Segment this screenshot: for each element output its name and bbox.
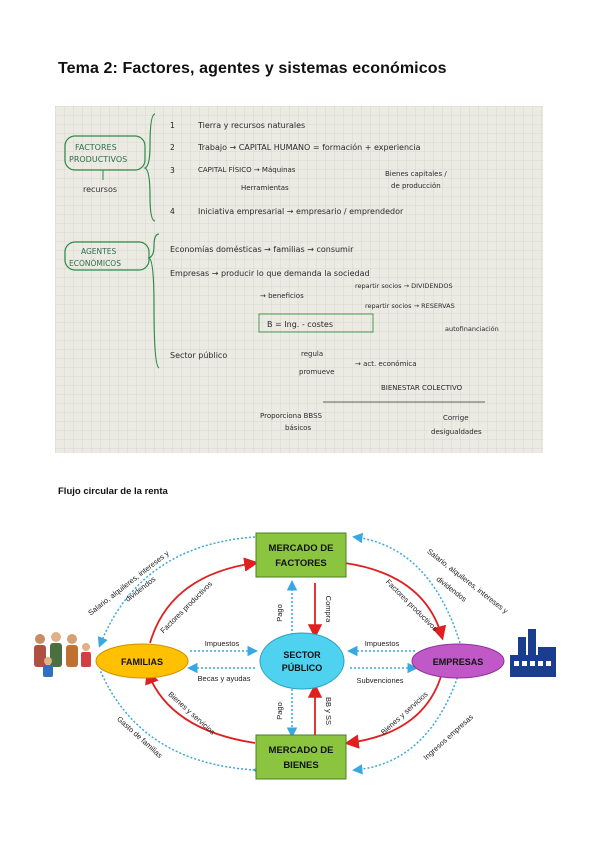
- note-f3a: CAPITAL FÍSICO → Máquinas: [198, 165, 296, 174]
- node-empresas: [411, 643, 505, 679]
- note-a2c: repartir socios → DIVIDENDOS: [355, 282, 453, 290]
- node-mercado-bienes: [255, 734, 347, 780]
- notebook-page: FACTORES PRODUCTIVOS recursos 1 Tierra y…: [55, 106, 543, 453]
- factory-icon: [510, 629, 556, 677]
- flow-salario-right: [352, 532, 461, 644]
- note-f3d: de producción: [391, 182, 441, 190]
- factores-label-1: FACTORES: [75, 143, 117, 152]
- empresas-label: EMPRESAS: [433, 657, 484, 667]
- note-a3c: promueve: [299, 368, 334, 376]
- flow-gasto-familias: [99, 669, 263, 776]
- note-f3c: Bienes capitales /: [385, 170, 447, 178]
- f3-number: 3: [170, 166, 175, 175]
- note-formula: B = Ing. - costes: [267, 320, 333, 329]
- sector-publico-line1: SECTOR: [283, 650, 321, 660]
- recursos-text: recursos: [83, 185, 117, 194]
- note-a1: Economías domésticas → familias → consum…: [170, 244, 354, 254]
- mercado-bienes-line2: BIENES: [283, 760, 318, 771]
- page-title: Tema 2: Factores, agentes y sistemas eco…: [58, 60, 447, 77]
- note-f4: Iniciativa empresarial → empresario / em…: [198, 207, 404, 216]
- sector-publico-line2: PÚBLICO: [282, 662, 323, 673]
- f1-number: 1: [170, 121, 175, 130]
- flow-ingresos-empresas: [352, 669, 461, 775]
- note-f3b: Herramientas: [241, 184, 289, 192]
- label-bienes-left: Bienes y servicios: [166, 690, 217, 737]
- mercado-bienes-line1: MERCADO DE: [269, 745, 334, 756]
- flow-factores-right: [344, 562, 447, 641]
- note-a2e: autofinanciación: [445, 325, 499, 333]
- family-icon: [34, 632, 91, 677]
- label-bienes-right: Bienes y servicios: [379, 690, 430, 737]
- note-a3i: desigualdades: [431, 428, 482, 436]
- agentes-label-2: ECONÓMICOS: [69, 259, 121, 268]
- mercado-factores-line1: MERCADO DE: [269, 543, 334, 554]
- f2-number: 2: [170, 143, 175, 152]
- note-a3d: → act. económica: [355, 360, 416, 368]
- note-a3f: Proporciona BBSS: [260, 412, 323, 420]
- flow-bienes-left: [145, 669, 256, 744]
- label-becas: Becas y ayudas: [198, 674, 251, 683]
- node-mercado-factores: [255, 532, 347, 578]
- flow-bienes-right: [344, 672, 443, 749]
- note-a2d: repartir socios → RESERVAS: [365, 302, 455, 310]
- node-sector-publico: [259, 632, 345, 690]
- label-factores-right: Factores productivos: [384, 577, 440, 633]
- label-impuestos-left: Impuestos: [205, 639, 240, 648]
- label-bbyss: BB y SS: [324, 697, 333, 725]
- circular-flow-svg: MERCADO DE FACTORES MERCADO DE BIENES SE…: [34, 532, 556, 780]
- label-salario-left-1: Salario, alquileres, intereses y: [86, 549, 171, 618]
- label-pago-top: Pago: [275, 604, 284, 622]
- label-subvenciones: Subvenciones: [356, 676, 403, 685]
- mercado-factores-line2: FACTORES: [275, 558, 327, 569]
- flow-factores-left: [149, 557, 259, 644]
- familias-label: FAMILIAS: [121, 657, 163, 667]
- note-a3b: regula: [301, 350, 323, 358]
- diagram-subtitle: Flujo circular de la renta: [58, 486, 168, 497]
- note-a2b: → beneficios: [260, 292, 304, 300]
- handwritten-notes-photo: FACTORES PRODUCTIVOS recursos 1 Tierra y…: [55, 106, 543, 453]
- label-impuestos-right: Impuestos: [365, 639, 400, 648]
- node-familias: [95, 643, 189, 679]
- label-pago-bottom: Pago: [275, 702, 284, 720]
- factores-label-2: PRODUCTIVOS: [69, 155, 127, 164]
- note-f1: Tierra y recursos naturales: [197, 121, 305, 130]
- label-ingresos-empresas: Ingresos empresas: [422, 712, 476, 762]
- agentes-label-1: AGENTES: [81, 247, 116, 256]
- note-f2: Trabajo → CAPITAL HUMANO = formación + e…: [197, 142, 421, 152]
- label-gasto-familias: Gasto de familias: [115, 714, 164, 760]
- note-a3e: BIENESTAR COLECTIVO: [381, 384, 463, 392]
- label-compra: Compra: [324, 596, 333, 624]
- note-a3g: básicos: [285, 424, 311, 432]
- note-a2: Empresas → producir lo que demanda la so…: [170, 269, 370, 278]
- circular-flow-diagram: MERCADO DE FACTORES MERCADO DE BIENES SE…: [30, 525, 570, 790]
- note-a3h: Corrige: [443, 414, 469, 422]
- f4-number: 4: [170, 207, 175, 216]
- note-a3: Sector público: [170, 351, 227, 360]
